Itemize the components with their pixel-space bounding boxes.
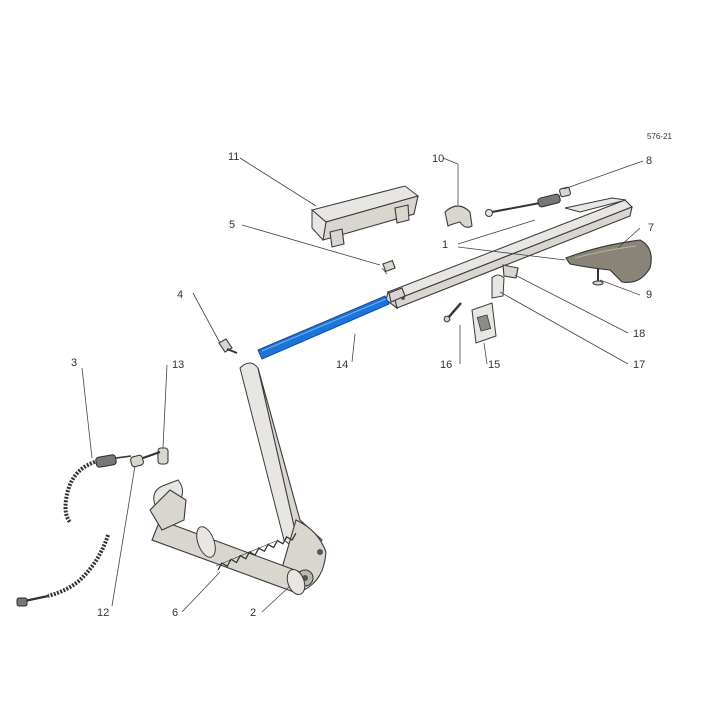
part-15-ratchet-plate xyxy=(471,302,497,344)
callout-7: 7 xyxy=(648,222,654,234)
part-14-rod-highlighted xyxy=(257,287,406,360)
reference-code: 576-21 xyxy=(647,132,672,141)
part-12-adjuster xyxy=(130,451,161,468)
part-17-bracket xyxy=(491,274,505,299)
part-4-bolt xyxy=(218,338,238,354)
part-7-grip-handle xyxy=(565,239,652,283)
part-10-clamp xyxy=(444,205,473,228)
callout-9: 9 xyxy=(646,289,652,301)
callout-11: 11 xyxy=(228,151,239,163)
callout-12: 12 xyxy=(97,607,109,619)
callout-2: 2 xyxy=(250,607,256,619)
callout-6: 6 xyxy=(172,607,178,619)
part-16-bolt xyxy=(443,302,462,323)
pivot-shaft xyxy=(149,479,306,596)
callout-1: 1 xyxy=(442,239,448,251)
callout-10: 10 xyxy=(432,153,444,165)
callout-15: 15 xyxy=(488,359,500,371)
part-13-nipple xyxy=(157,447,169,465)
callout-17: 17 xyxy=(633,359,645,371)
callout-13: 13 xyxy=(172,359,184,371)
callout-14: 14 xyxy=(336,359,348,371)
callout-5: 5 xyxy=(229,219,235,231)
callout-16: 16 xyxy=(440,359,452,371)
part-8-cable xyxy=(485,186,571,217)
leader-lines xyxy=(81,157,644,613)
part-6-spring xyxy=(215,532,297,571)
callout-4: 4 xyxy=(177,289,183,301)
part-9-screw xyxy=(592,268,604,286)
callout-labels: 11 5 10 8 1 7 9 18 17 16 15 14 4 3 13 12… xyxy=(71,151,654,619)
part-11-guide-block xyxy=(310,185,420,248)
callout-18: 18 xyxy=(633,328,645,340)
part-18-pawl xyxy=(502,264,519,279)
callout-8: 8 xyxy=(646,155,652,167)
callout-3: 3 xyxy=(71,357,77,369)
part-5-bolt xyxy=(381,259,396,275)
part-3-bowden-cable xyxy=(16,454,132,607)
